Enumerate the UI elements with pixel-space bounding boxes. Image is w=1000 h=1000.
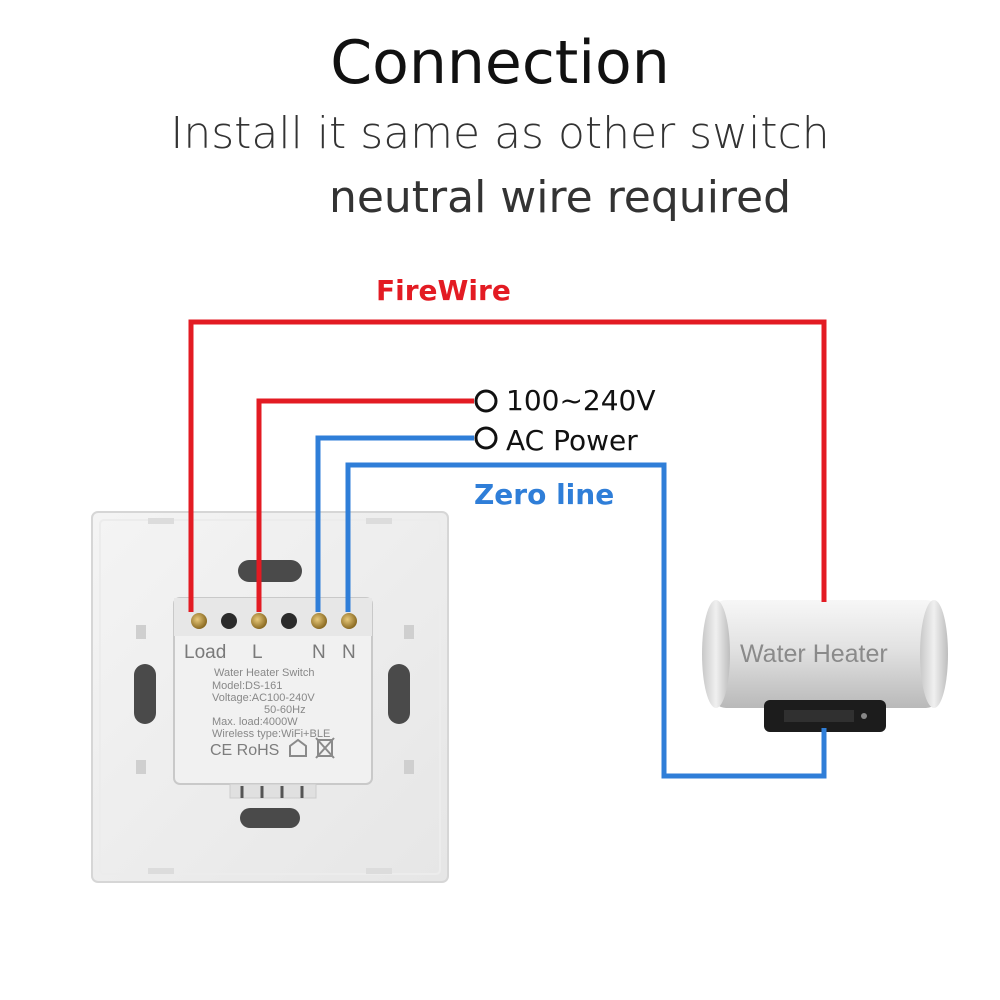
terminal-label-n2: N [342, 642, 356, 663]
power-terminal-l [474, 389, 498, 413]
water-heater [702, 600, 948, 732]
screw-load [191, 613, 207, 629]
fire-wire [188, 319, 827, 612]
zero-line-label: Zero line [474, 478, 615, 511]
module-spec-voltage: Voltage:AC100-240V [212, 692, 315, 704]
screw-n1 [311, 613, 327, 629]
power-voltage-label: 100~240V [506, 384, 656, 417]
module-spec-load: Max. load:4000W [212, 716, 298, 728]
subtitle-install: Install it same as other switch [170, 108, 830, 159]
fire-wire-label: FireWire [376, 274, 511, 307]
module-spec-model: Model:DS-161 [212, 680, 283, 692]
module-certifications: CE RoHS [210, 742, 280, 759]
subtitle-neutral: neutral wire required [328, 172, 792, 223]
ac-power-label: AC Power [506, 424, 638, 457]
water-heater-label: Water Heater [740, 640, 888, 668]
module-spec-frequency: 50-60Hz [264, 704, 306, 716]
screw-l [251, 613, 267, 629]
switch-module [173, 597, 373, 799]
screw-n2 [341, 613, 357, 629]
module-spec-name: Water Heater Switch [214, 667, 315, 679]
zero-wire [315, 435, 827, 779]
power-terminal-n [474, 426, 498, 450]
terminal-label-n1: N [312, 642, 326, 663]
page-title: Connection [330, 28, 670, 98]
terminal-label-l: L [252, 642, 263, 663]
module-spec-wireless: Wireless type:WiFi+BLE [212, 728, 331, 740]
terminal-label-load: Load [184, 642, 227, 663]
